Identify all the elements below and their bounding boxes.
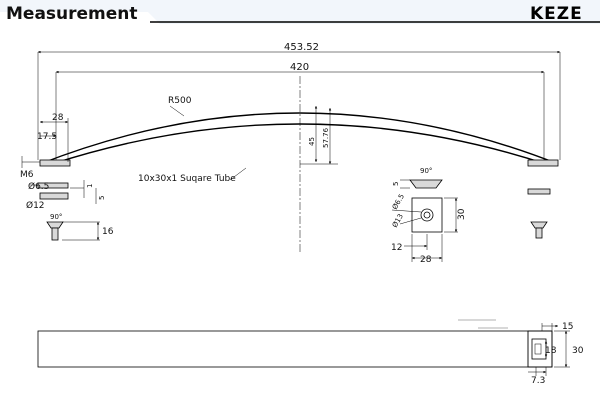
brand-logo: KEZE [530,4,583,24]
dim-height-45: 45 [308,137,316,146]
dim-end-18: 18 [545,346,557,356]
tube-side-view: 15 18 30 7.3 [37,322,584,386]
tube-leader [229,167,247,181]
dim-5-left: 5 [98,196,106,200]
handle-arc [39,112,559,167]
dim-dia-6-5-right: Ø6.5 [391,193,406,211]
block-detail: 90° 5 Ø6.5 Ø13 30 12 28 [391,167,467,265]
dim-end-7-3: 7.3 [531,376,545,386]
angle-left: 90° [50,213,62,221]
dim-end-30: 30 [572,346,584,356]
dim-screw-thread: M6 [20,170,34,180]
dim-block-offset-12: 12 [391,243,402,253]
faint-marks [458,319,508,329]
dim-end-15: 15 [562,322,573,332]
radius-leader [169,105,185,117]
dim-dia-6-5-left: Ø6.5 [28,181,49,192]
dim-1: 1 [86,184,94,188]
dim-5-right: 5 [392,182,400,186]
dim-offset-17-5: 17.5 [37,132,57,142]
dim-overall-length: 453.52 [284,42,319,53]
dim-block-height-30: 30 [457,208,467,220]
page-title: Measurement [6,4,138,24]
dim-offset-28: 28 [52,113,64,123]
dim-radius: R500 [168,96,192,106]
dim-height-57-76: 57.76 [322,127,330,148]
left-offset-dimensions: 28 17.5 [37,113,69,162]
dim-dia-12: Ø12 [26,200,45,211]
dim-screw-length: 16 [102,227,114,237]
right-screw-detail [527,188,551,239]
dim-hole-spacing: 420 [290,62,309,73]
height-dimensions: 45 57.76 [300,106,338,165]
header-band: Measurement KEZE [0,0,600,24]
hole-spacing-dimension: 420 [55,62,545,165]
overall-length-dimension: 453.52 [37,42,561,160]
angle-right: 90° [420,167,432,175]
dim-block-width-28: 28 [420,255,432,265]
tube-label: 10x30x1 Suqare Tube [138,174,236,184]
left-screw-detail: M6 Ø6.5 1 Ø12 5 90° 16 [20,156,114,241]
dim-dia-13: Ø13 [391,213,405,229]
